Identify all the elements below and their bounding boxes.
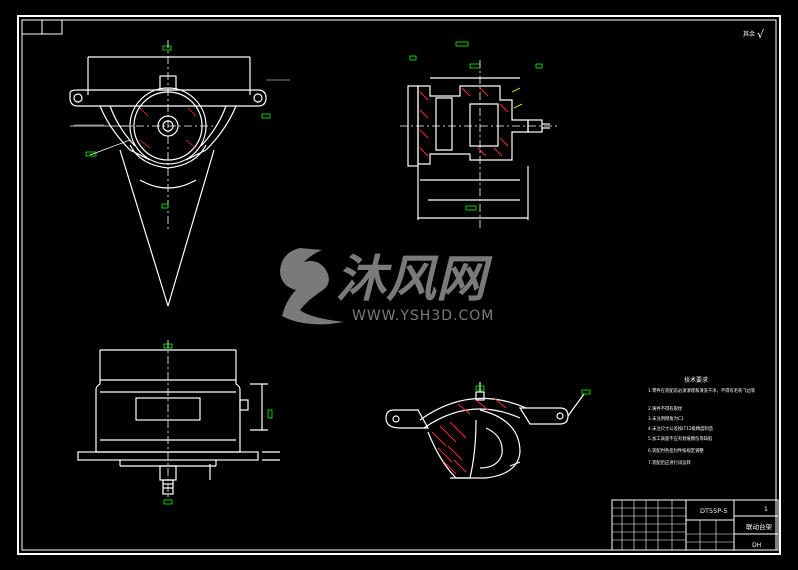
part-name: 联动台架: [746, 522, 773, 531]
front-view: [69, 40, 290, 307]
side-view: [77, 340, 280, 505]
title-block: [611, 499, 779, 551]
detail-view-hatch: [431, 397, 507, 475]
detail-view: [385, 382, 591, 479]
section-view-hatch: [419, 87, 509, 157]
outer-border: [17, 15, 781, 555]
tech-req-heading: 技术要求: [684, 376, 708, 384]
roughness-note-text: 其余: [743, 30, 755, 38]
roughness-check-icon: √: [757, 28, 765, 41]
tech-req-item-1: 1.零件在装配前必须清理和清洗干净，不得有毛刺飞边等: [648, 387, 756, 394]
material: DH: [752, 542, 761, 549]
section-view-labels: [511, 87, 523, 109]
tech-req-item-6: 6.装配时各密封件按规定调整: [648, 447, 704, 454]
section-view: [400, 41, 560, 230]
watermark-brand: 沐风网: [336, 250, 493, 308]
sheet-count: 1: [764, 506, 768, 513]
watermark: 沐风网 WWW.YSH3D.COM: [280, 248, 494, 325]
tech-req-item-7: 7.装配后应进行试运转: [648, 459, 691, 466]
watermark-url: WWW.YSH3D.COM: [352, 308, 494, 324]
tech-req-item-3: 3.未注明倒角为C1: [648, 415, 684, 422]
tech-req-item-2: 2.铸件不得有裂纹: [648, 405, 683, 412]
front-view-hatch: [139, 107, 197, 149]
technical-requirements: 技术要求 1.零件在装配前必须清理和清洗干净，不得有毛刺飞边等 2.铸件不得有裂…: [648, 376, 756, 466]
tech-req-item-4: 4.未注尺寸公差按IT12级精度制造: [648, 425, 714, 432]
inner-border: [21, 19, 777, 551]
watermark-logo-icon: [280, 248, 344, 325]
tech-req-item-5: 5.加工表面不应有划痕擦伤等缺陷: [648, 435, 712, 442]
drawing-number: DT55P-5: [700, 507, 728, 515]
